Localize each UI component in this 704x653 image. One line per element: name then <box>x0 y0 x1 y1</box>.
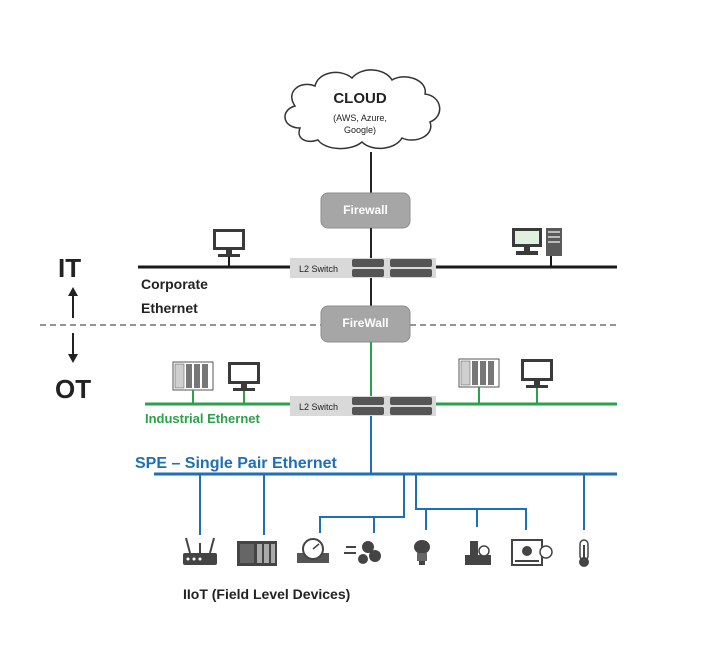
industrial-ethernet-label: Industrial Ethernet <box>145 411 260 426</box>
iiot-label: IIoT (Field Level Devices) <box>183 586 351 602</box>
spe-label: SPE – Single Pair Ethernet <box>135 455 337 472</box>
fan-motor-icon <box>344 541 381 564</box>
cloud-providers-line1: (AWS, Azure, <box>333 113 387 123</box>
it-switch-label: L2 Switch <box>299 264 339 274</box>
gauge-monitor-icon <box>511 539 553 566</box>
down-arrow-icon <box>68 333 78 363</box>
it-firewall-box <box>320 192 411 229</box>
ot-monitor-left-icon <box>228 362 260 404</box>
ot-plc-left-icon <box>172 361 214 404</box>
corporate-ethernet-label-line1: Corporate <box>141 276 208 292</box>
it-firewall-label: Firewall <box>343 203 388 217</box>
light-bulb-icon <box>414 540 430 565</box>
it-zone-label: IT <box>58 253 82 283</box>
corporate-ethernet-label-line2: Ethernet <box>141 300 198 316</box>
cloud-providers-line2: Google) <box>343 125 377 135</box>
up-arrow-icon <box>68 287 78 318</box>
wireless-router-icon <box>183 537 217 565</box>
ot-monitor-right-icon <box>521 359 553 404</box>
ot-firewall-label: FireWall <box>342 316 389 330</box>
ot-firewall-box <box>320 305 411 343</box>
spe-drops <box>199 474 585 535</box>
sensor-module-icon <box>465 541 491 565</box>
ot-l2-switch <box>290 396 436 416</box>
cloud-shape <box>284 69 441 150</box>
plc-rack-icon <box>237 541 277 566</box>
ot-zone-label: OT <box>55 374 92 404</box>
it-workstation-icon <box>512 228 562 267</box>
it-monitor-icon <box>213 229 245 267</box>
flow-meter-icon <box>297 538 329 563</box>
cloud-title: CLOUD <box>333 90 387 107</box>
ot-plc-right-icon <box>458 358 500 404</box>
ot-switch-label: L2 Switch <box>299 402 339 412</box>
it-l2-switch <box>290 258 436 278</box>
thermometer-icon <box>579 539 589 567</box>
